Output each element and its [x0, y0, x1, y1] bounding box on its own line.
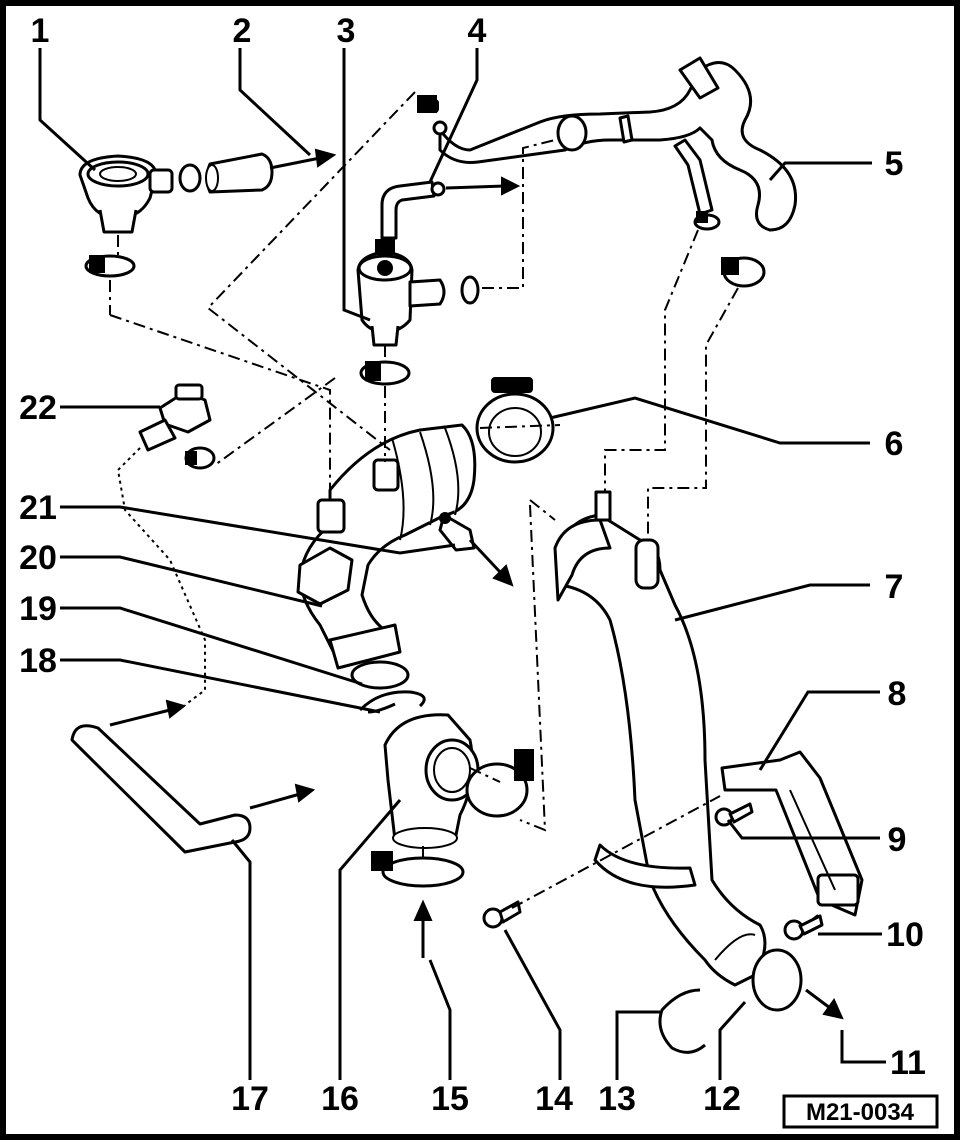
- part-10-bolt: [783, 914, 824, 941]
- direction-arrows: [109, 148, 844, 1020]
- leader-lines: [38, 48, 886, 1080]
- callout-12: 12: [703, 1080, 741, 1118]
- callout-17: 17: [231, 1080, 269, 1118]
- callout-1: 1: [31, 12, 50, 50]
- callout-10: 10: [886, 916, 924, 954]
- part-21-sensor-stud: [438, 512, 476, 552]
- callout-3: 3: [337, 12, 356, 50]
- hose-clamp-part-1: [84, 254, 136, 278]
- part-17-bent-hose: [70, 724, 252, 854]
- part-19-o-ring: [350, 660, 410, 690]
- callout-labels: 1 2 3 4 5 6 7 8 9 10 11 12 13 14 15 16 1…: [19, 12, 926, 1118]
- part-5-formed-pipe: [438, 56, 798, 232]
- part-13-circlip: [658, 988, 706, 1054]
- part-22-sensor: [138, 383, 212, 452]
- callout-9: 9: [888, 821, 907, 859]
- part-3-diverter-valve: [356, 239, 446, 347]
- callout-21: 21: [19, 489, 57, 527]
- hose-clamp-part-15: [371, 851, 465, 888]
- small-clamp-part-5b: [693, 211, 721, 231]
- callout-5: 5: [885, 145, 904, 183]
- callout-6: 6: [885, 425, 904, 463]
- part-18-circlip: [358, 690, 426, 714]
- callout-15: 15: [431, 1080, 469, 1118]
- pipe-bracket-clamp: [593, 843, 697, 889]
- ring-part-3: [460, 275, 480, 305]
- callout-16: 16: [321, 1080, 359, 1118]
- callout-7: 7: [885, 568, 904, 606]
- hose-clamp-part-16: [465, 749, 534, 818]
- part-2-short-hose: [205, 152, 274, 194]
- hose-clamp-part-3: [359, 360, 411, 386]
- callout-22: 22: [19, 389, 57, 427]
- callout-18: 18: [19, 642, 57, 680]
- part-9-bolt: [714, 802, 754, 827]
- reference-code-box: M21-0034: [782, 1094, 939, 1129]
- part-1-valve-housing: [78, 154, 174, 234]
- part-8-bracket: [720, 750, 864, 917]
- small-clamp-part-22: [184, 446, 216, 470]
- callout-11: 11: [890, 1044, 926, 1082]
- part-6-hose-clamp: [475, 377, 555, 464]
- part-14-bolt: [482, 900, 522, 929]
- connector-part-4: [430, 181, 446, 197]
- callout-19: 19: [19, 590, 57, 628]
- part-4-vacuum-hose: [380, 180, 436, 240]
- callout-14: 14: [535, 1080, 573, 1118]
- callout-20: 20: [19, 539, 57, 577]
- part-7-charge-air-pipe: [553, 490, 767, 987]
- part-12-o-ring: [751, 948, 803, 1012]
- callout-8: 8: [888, 675, 907, 713]
- reference-code: M21-0034: [806, 1099, 915, 1126]
- small-clamp-part-2: [417, 95, 437, 113]
- hose-clamp-part-5: [721, 256, 766, 288]
- part-20-intake-elbow: [296, 423, 477, 670]
- assembly-lines: [109, 91, 819, 926]
- callout-13: 13: [598, 1080, 636, 1118]
- o-ring-small: [178, 163, 202, 193]
- callout-2: 2: [233, 12, 252, 50]
- callout-4: 4: [468, 12, 487, 50]
- part-16-elbow-connector: [383, 713, 480, 849]
